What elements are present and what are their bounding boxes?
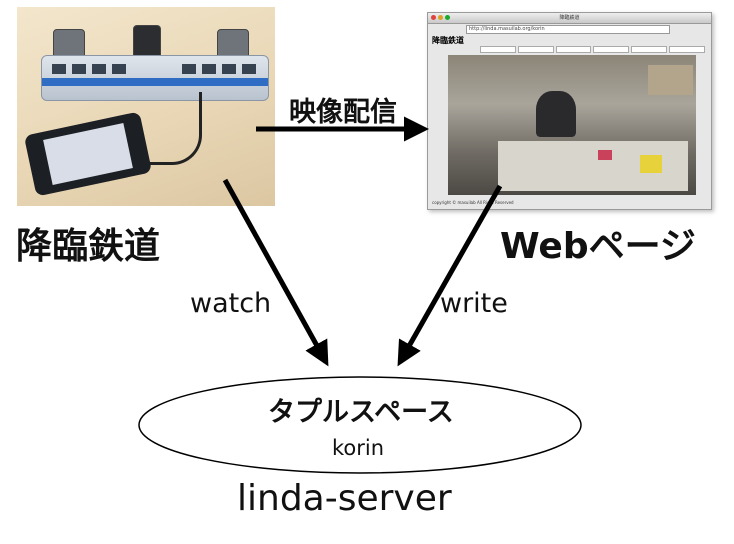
maximize-icon bbox=[445, 15, 450, 20]
page-tab bbox=[593, 46, 630, 53]
browser-url-bar: http://linda.masuilab.org/korin bbox=[466, 25, 670, 34]
close-icon bbox=[431, 15, 436, 20]
stream-label: 映像配信 bbox=[289, 97, 397, 128]
page-tab bbox=[669, 46, 705, 53]
train-photo bbox=[17, 7, 275, 206]
write-label: write bbox=[440, 288, 508, 319]
page-tab bbox=[480, 46, 516, 53]
minimize-icon bbox=[438, 15, 443, 20]
browser-page-title: 降臨鉄道 bbox=[432, 36, 464, 45]
tuplespace-name: korin bbox=[332, 436, 385, 460]
page-tab bbox=[631, 46, 668, 53]
browser-titlebar: 降臨鉄道 bbox=[428, 13, 711, 24]
browser-footer: copyright © masuilab All Right Reserved bbox=[432, 200, 514, 205]
tuplespace-ellipse bbox=[138, 376, 582, 474]
page-tab bbox=[555, 46, 592, 53]
browser-screenshot: 降臨鉄道 http://linda.masuilab.org/korin 降臨鉄… bbox=[427, 12, 712, 210]
right-node-label: Webページ bbox=[500, 226, 696, 267]
cable bbox=[139, 92, 202, 165]
write-arrow bbox=[397, 184, 503, 367]
left-node-label: 降臨鉄道 bbox=[16, 226, 161, 267]
watch-label: watch bbox=[190, 288, 272, 319]
video-stream-frame bbox=[448, 55, 696, 195]
tuplespace-label: タプルスペース bbox=[268, 397, 454, 428]
watch-arrow bbox=[222, 178, 329, 367]
browser-page-tabs bbox=[480, 46, 705, 53]
browser-window-title: 降臨鉄道 bbox=[559, 15, 580, 21]
server-label: linda-server bbox=[237, 478, 452, 519]
page-tab bbox=[517, 46, 554, 53]
train-model bbox=[41, 55, 269, 101]
